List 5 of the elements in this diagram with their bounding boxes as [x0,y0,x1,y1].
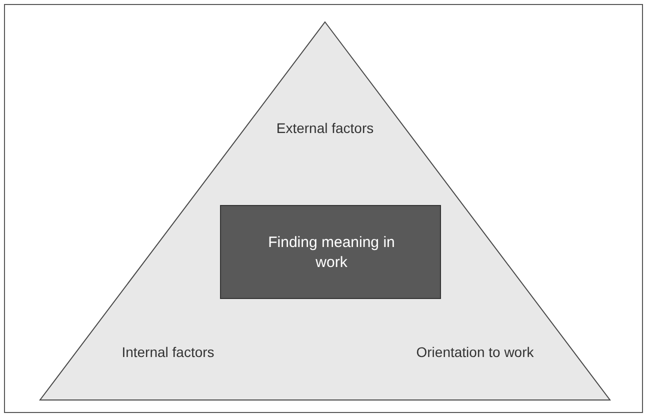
corner-label: Orientation to work [415,343,535,362]
box-label: Finding meaning in work [267,233,396,273]
center-box [220,205,441,299]
corner-label: Internal factors [120,343,216,362]
corner-label: External factors [275,119,375,138]
